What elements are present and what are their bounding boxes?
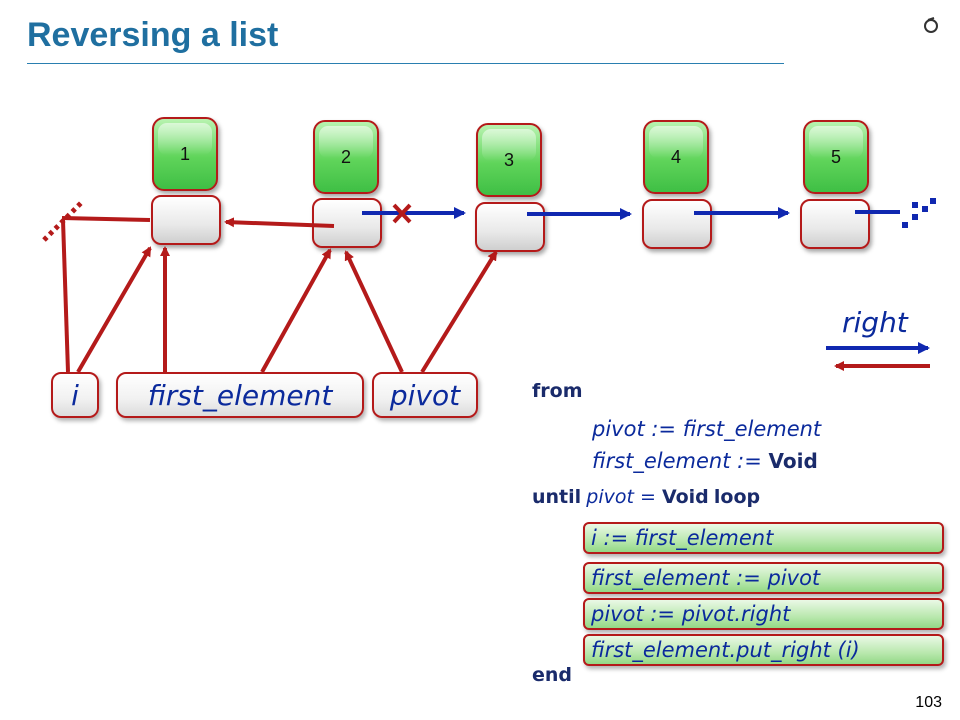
node2-right-to-node1 (224, 217, 335, 228)
code-body-line-3: pivot := pivot.right (583, 598, 944, 630)
ref-first-element: first_element (116, 372, 364, 418)
ref-i-to-void (61, 219, 70, 373)
node-2-right-cell (312, 198, 382, 248)
legend-right-label: right (842, 306, 908, 339)
code-from-keyword: from (532, 380, 583, 402)
code-init-line-2: first_element := Void (592, 449, 818, 473)
node1-right-to-void (61, 216, 151, 222)
node-4-value: 4 (643, 120, 709, 194)
node-4-right-cell (642, 199, 712, 249)
code-body-line-1: i := first_element (583, 522, 944, 554)
eiffel-logo-icon (924, 17, 938, 33)
node-5-right-cell (800, 199, 870, 249)
node-1-right-cell (151, 195, 221, 245)
ref-pivot-to-node3 (420, 250, 498, 374)
ref-first-element-to-node2 (260, 248, 332, 373)
void-right-dotted (902, 198, 936, 228)
node-2-value: 2 (313, 120, 379, 194)
page-number: 103 (915, 694, 942, 711)
code-body-line-4: first_element.put_right (i) (583, 634, 944, 666)
node-3-right-cell (475, 202, 545, 252)
node-3-value: 3 (476, 123, 542, 197)
page-title: Reversing a list (27, 16, 279, 54)
ref-i: i (51, 372, 99, 418)
code-init-line-1: pivot := first_element (592, 417, 822, 441)
ref-i-to-node1 (76, 246, 152, 374)
ref-pivot: pivot (372, 372, 478, 418)
code-body-line-2: first_element := pivot (583, 562, 944, 594)
title-divider (27, 63, 784, 64)
node-5-value: 5 (803, 120, 869, 194)
node-1-value: 1 (152, 117, 218, 191)
code-end-keyword: end (532, 664, 573, 686)
ref-pivot-to-node2 (344, 250, 404, 373)
broken-link-x-icon (392, 203, 412, 224)
code-until-line: until pivot = Void loop (532, 486, 761, 508)
